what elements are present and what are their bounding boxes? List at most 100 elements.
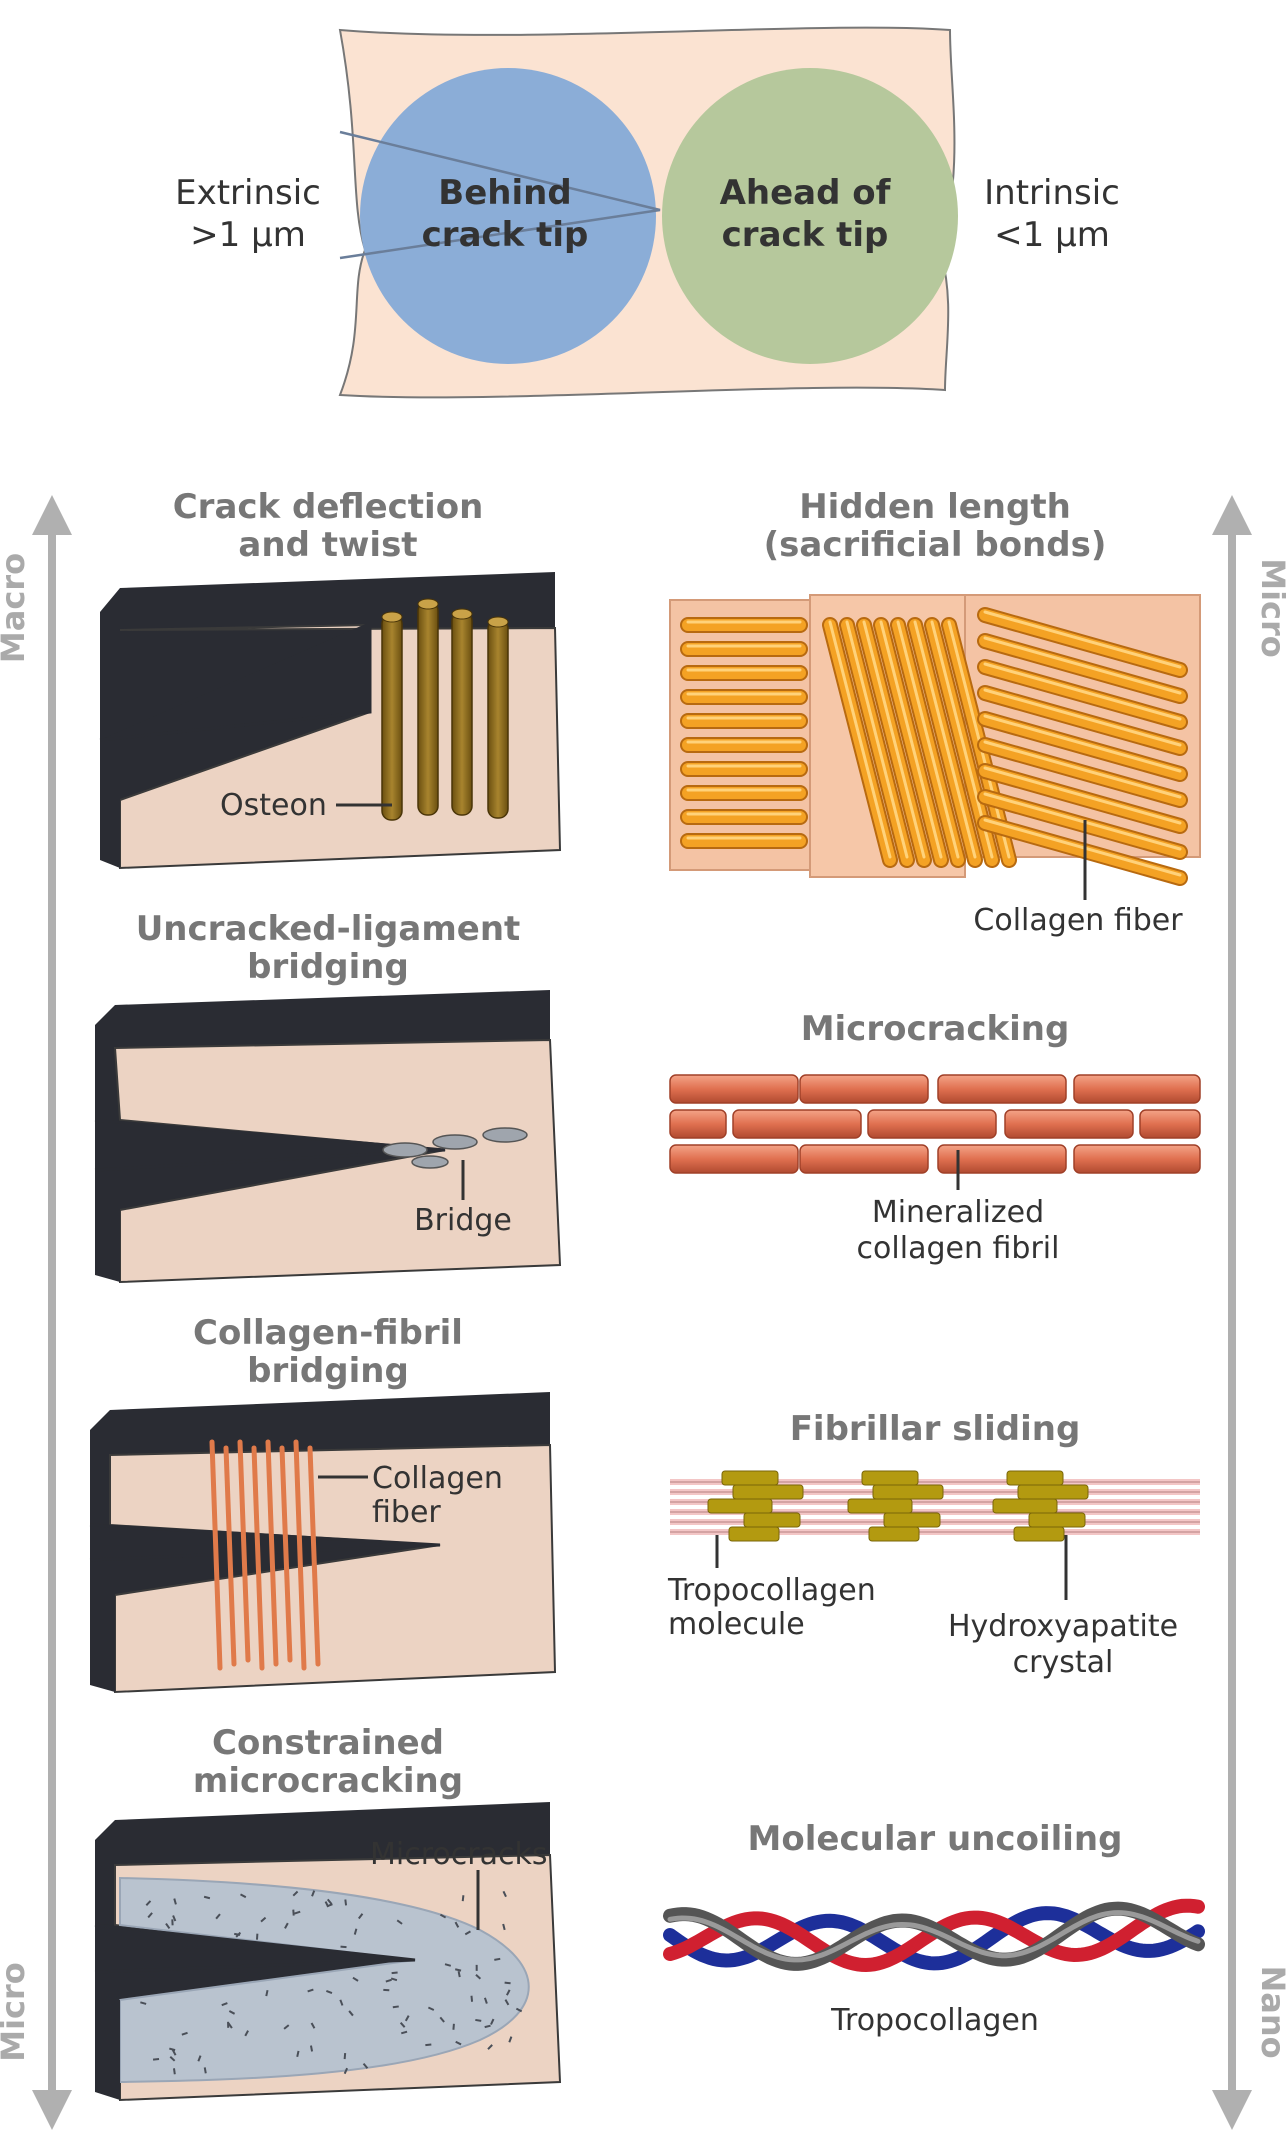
hydroxyapatite-crystal xyxy=(869,1527,919,1541)
fibril-brick xyxy=(1140,1110,1200,1138)
fibril-brick xyxy=(1074,1145,1200,1173)
hydroxyapatite-crystal xyxy=(862,1471,918,1485)
fibrillar-sliding-title: Fibrillar sliding xyxy=(790,1409,1081,1449)
microcrack xyxy=(471,1996,472,2002)
microcrack xyxy=(393,2006,399,2007)
osteon-rod-top xyxy=(382,612,402,622)
collagen-fiber-label: Collagen fiber xyxy=(973,903,1183,938)
molecular-uncoiling-title: Molecular uncoiling xyxy=(748,1819,1123,1859)
hydroxyapatite-crystal xyxy=(722,1471,778,1485)
microcrack xyxy=(425,2045,431,2046)
tropocollagen-and-crystals xyxy=(670,1471,1200,1541)
extrinsic-label-2: >1 µm xyxy=(190,215,306,255)
microcrack xyxy=(153,2059,159,2060)
microcrack xyxy=(459,1971,460,1977)
microcrack xyxy=(392,1973,398,1974)
constrained-title-2: microcracking xyxy=(193,1761,463,1801)
hidden-length-title-2: (sacrificial bonds) xyxy=(764,525,1107,565)
hydroxyapatite-crystal xyxy=(1014,1527,1064,1541)
ligament-bridging-title-2: bridging xyxy=(247,947,409,987)
mineralized-label-2: collagen fibril xyxy=(857,1231,1060,1266)
hydroxyapatite-crystal xyxy=(1007,1471,1063,1485)
ligament-bridging-title-1: Uncracked-ligament xyxy=(136,909,521,949)
osteon-rod xyxy=(418,602,438,815)
microcrack xyxy=(311,2046,312,2052)
fibril-brick xyxy=(670,1145,798,1173)
fibril-brick xyxy=(800,1145,928,1173)
hydroxyapatite-label-2: crystal xyxy=(1013,1645,1114,1680)
fibril-brick xyxy=(800,1075,928,1103)
microcrack xyxy=(505,1983,511,1984)
microcrack xyxy=(494,1959,500,1960)
behind-label-2: crack tip xyxy=(422,215,589,255)
microcrack xyxy=(345,2053,346,2059)
microcrack xyxy=(297,2051,298,2057)
microcracking-title: Microcracking xyxy=(801,1009,1070,1049)
crack-deflection-panel: Crack deflection and twist Osteon xyxy=(100,487,560,868)
right-axis-top-label: Micro xyxy=(1254,558,1286,658)
hydroxyapatite-crystal xyxy=(1029,1513,1085,1527)
fibril-bridging-panel: Collagen-fibril bridging Collagen fiber xyxy=(90,1313,555,1692)
mineralized-fibril-bricks xyxy=(670,1075,1200,1173)
behind-label-1: Behind xyxy=(438,173,571,213)
hidden-length-title-1: Hidden length xyxy=(799,487,1071,527)
hydroxyapatite-crystal xyxy=(884,1513,940,1527)
microcrack xyxy=(174,2068,175,2074)
right-axis-bottom-label: Nano xyxy=(1254,1965,1286,2058)
microcracks-label: Microcracks xyxy=(370,1837,547,1872)
microcrack xyxy=(485,2026,491,2027)
microcrack xyxy=(463,1895,464,1901)
fibril-bridging-title-2: bridging xyxy=(247,1351,409,1391)
osteon-rod xyxy=(382,615,402,820)
tropocollagen-helix xyxy=(670,1906,1198,1965)
hydroxyapatite-crystal xyxy=(848,1499,912,1513)
bridge-label: Bridge xyxy=(414,1203,512,1238)
intrinsic-label-1: Intrinsic xyxy=(984,173,1120,213)
fibril-brick xyxy=(1074,1075,1200,1103)
microcrack xyxy=(266,1990,267,1996)
fibril-brick xyxy=(868,1110,996,1138)
hydroxyapatite-crystal xyxy=(873,1485,943,1499)
molecular-uncoiling-panel: Molecular uncoiling Tropocollagen xyxy=(670,1819,1198,2038)
osteon-label: Osteon xyxy=(220,788,327,823)
osteon-rod-top xyxy=(418,599,438,609)
fibril-brick xyxy=(938,1075,1066,1103)
crack-deflection-title-1: Crack deflection xyxy=(173,487,484,527)
hydroxyapatite-crystal xyxy=(729,1527,779,1541)
fibril-bridging-title-1: Collagen-fibril xyxy=(193,1313,463,1353)
osteon-rod-top xyxy=(488,617,508,627)
microcrack xyxy=(345,1899,346,1905)
crack-tip-schematic: Extrinsic >1 µm Behind crack tip Ahead o… xyxy=(175,28,1120,398)
ahead-label-2: crack tip xyxy=(722,215,889,255)
osteon-rod xyxy=(452,612,472,815)
hydroxyapatite-crystal xyxy=(993,1499,1057,1513)
microcrack xyxy=(475,2020,481,2021)
constrained-title-1: Constrained xyxy=(212,1723,444,1763)
microcrack xyxy=(453,2024,454,2030)
fibril-brick xyxy=(733,1110,861,1138)
fibril-brick xyxy=(1005,1110,1133,1138)
microcrack xyxy=(205,2067,206,2073)
microcrack xyxy=(455,1969,461,1970)
left-scale-axis: Macro Micro xyxy=(0,495,72,2130)
ligament-bridging-panel: Uncracked-ligament bridging Bridge xyxy=(95,909,560,1282)
hidden-length-panel: Hidden length (sacrificial bonds) Collag… xyxy=(670,487,1200,938)
microcracking-panel: Microcracking Mineralized collagen fibri… xyxy=(670,1009,1200,1266)
crack-deflection-title-2: and twist xyxy=(238,525,417,565)
mineralized-label-1: Mineralized xyxy=(872,1195,1044,1230)
ahead-label-1: Ahead of xyxy=(720,173,892,213)
hydroxyapatite-label-1: Hydroxyapatite xyxy=(948,1609,1178,1644)
collagen-fiber-rods xyxy=(688,612,1180,878)
constrained-microcracking-panel: Constrained microcracking Microcracks xyxy=(95,1723,560,2100)
right-scale-axis: Micro Nano xyxy=(1212,495,1286,2130)
extrinsic-label-1: Extrinsic xyxy=(175,173,321,213)
fibrillar-sliding-panel: Fibrillar sliding Tropocollagen molecule… xyxy=(667,1409,1200,1680)
collagen-fiber-label-1: Collagen xyxy=(372,1461,503,1496)
hydroxyapatite-crystal xyxy=(708,1499,772,1513)
tropocollagen-label: Tropocollagen xyxy=(830,2003,1039,2038)
osteon-rod xyxy=(488,620,508,818)
left-axis-top-label: Macro xyxy=(0,553,32,663)
fibril-brick xyxy=(670,1075,798,1103)
